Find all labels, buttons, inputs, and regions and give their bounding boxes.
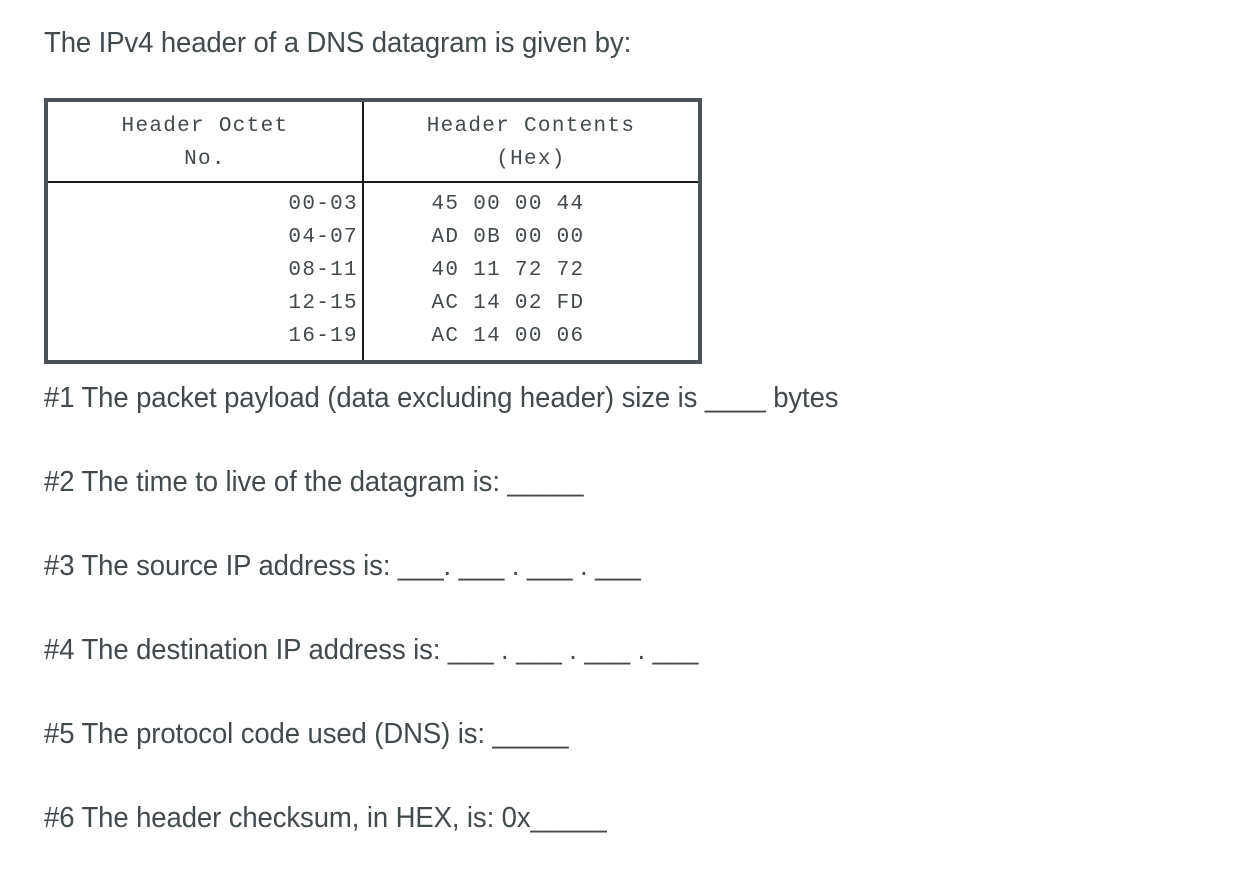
table-head: Header Octet No. Header Contents (Hex) [46,100,700,183]
intro-text: The IPv4 header of a DNS datagram is giv… [44,27,632,59]
cell-hex-contents: 45 00 00 44 [431,193,585,216]
question-3: #3 The source IP address is: ___. ___ . … [44,550,641,582]
column-header-octet: Header Octet No. [46,100,364,183]
cell-octet-range: 08-11 [46,254,364,287]
cell-octet-range: 00-03 [46,182,364,221]
question-6: #6 The header checksum, in HEX, is: 0x__… [44,802,607,834]
cell-octet-range: 16-19 [46,320,364,362]
table-row: 08-11 40 11 72 72 [46,254,700,287]
table-row: 16-19 AC 14 00 06 [46,320,700,362]
table-row: 04-07 AD 0B 00 00 [46,221,700,254]
question-2: #2 The time to live of the datagram is: … [44,466,584,498]
column-header-octet-line1: Header Octet [121,115,289,138]
cell-octet-range: 04-07 [46,221,364,254]
column-header-contents: Header Contents (Hex) [362,100,700,183]
question-4: #4 The destination IP address is: ___ . … [44,634,699,666]
cell-hex-contents: AC 14 00 06 [431,325,585,348]
column-header-octet-line2: No. [184,148,226,171]
question-5: #5 The protocol code used (DNS) is: ____… [44,718,569,750]
table-header-row: Header Octet No. Header Contents (Hex) [46,100,700,183]
cell-hex-contents: AD 0B 00 00 [431,226,585,249]
column-header-contents-line2: (Hex) [496,148,566,171]
cell-hex-contents: 40 11 72 72 [431,259,585,282]
table-row: 00-03 45 00 00 44 [46,182,700,221]
cell-hex-contents: AC 14 02 FD [431,292,585,315]
cell-octet-range: 12-15 [46,287,364,320]
column-header-contents-line1: Header Contents [426,115,636,138]
table-row: 12-15 AC 14 02 FD [46,287,700,320]
question-list: #1 The packet payload (data excluding he… [44,378,1224,882]
ipv4-header-table: Header Octet No. Header Contents (Hex) 0… [44,98,702,364]
table-body: 00-03 45 00 00 44 04-07 AD 0B 00 00 08-1… [46,182,700,362]
question-1: #1 The packet payload (data excluding he… [44,382,839,414]
